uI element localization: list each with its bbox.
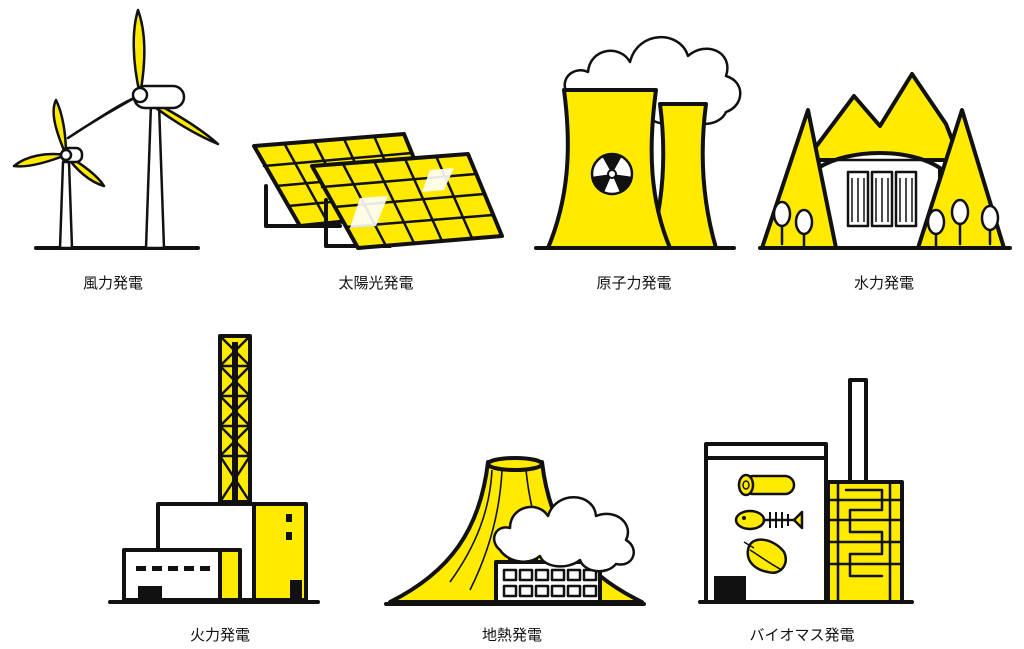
card-wind-power: 風力発電 <box>0 0 256 310</box>
card-geothermal-power: 地熱発電 <box>380 320 650 649</box>
label-wind-power: 風力発電 <box>82 274 144 292</box>
card-solar-power: 太陽光発電 <box>240 0 520 310</box>
nuclear-plant-icon <box>534 35 742 250</box>
label-nuclear-power: 原子力発電 <box>596 274 672 292</box>
card-thermal-power: 火力発電 <box>100 320 330 649</box>
geothermal-plant-icon <box>384 456 646 606</box>
label-geothermal-power: 地熱発電 <box>481 626 543 644</box>
label-biomass-power: バイオマス発電 <box>749 626 855 644</box>
fish-bone-icon <box>734 509 804 531</box>
card-biomass-power: バイオマス発電 <box>690 320 930 649</box>
wind-turbine-icon <box>12 8 220 250</box>
label-solar-power: 太陽光発電 <box>338 274 414 292</box>
log-icon <box>737 473 796 497</box>
card-nuclear-power: 原子力発電 <box>520 0 760 310</box>
thermal-plant-icon <box>108 334 320 604</box>
hydro-dam-icon <box>758 72 1012 250</box>
label-thermal-power: 火力発電 <box>189 626 251 644</box>
biomass-plant-icon <box>698 378 914 604</box>
leaf-icon <box>743 538 787 575</box>
label-hydro-power: 水力発電 <box>853 274 915 292</box>
solar-panel-icon <box>252 132 504 250</box>
card-hydro-power: 水力発電 <box>758 0 1024 310</box>
